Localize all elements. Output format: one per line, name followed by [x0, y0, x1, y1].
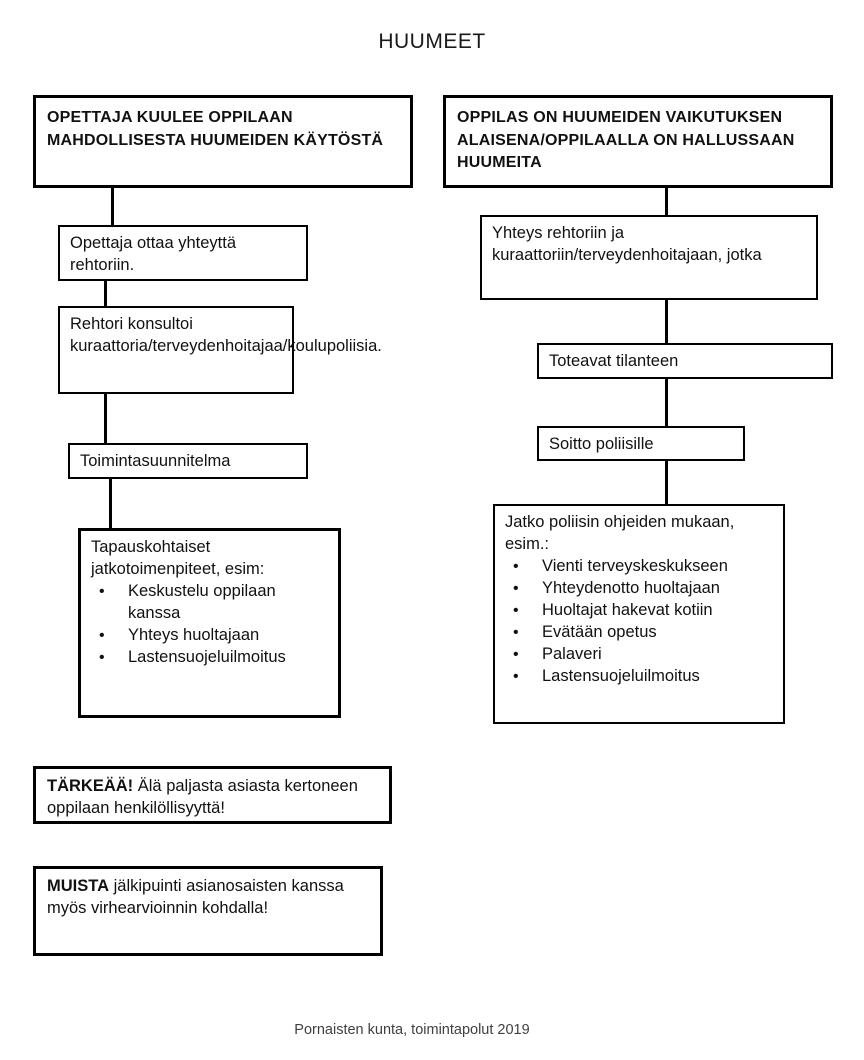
list-item: Keskustelu oppilaan kanssa	[91, 581, 329, 625]
list-item: Vienti terveyskeskukseen	[505, 556, 774, 578]
left-outcome-lead: Tapauskohtaiset jatkotoimenpiteet, esim:	[91, 538, 265, 578]
left-outcome-box: Tapauskohtaiset jatkotoimenpiteet, esim:…	[78, 528, 341, 718]
left-step-2-box: Rehtori konsultoi kuraattoria/terveydenh…	[58, 306, 382, 394]
left-step-2-text: Rehtori konsultoi kuraattoria/terveydenh…	[70, 315, 382, 355]
page-title: HUUMEET	[378, 30, 486, 53]
right-step-2-box: Toteavat tilanteen	[537, 343, 833, 379]
left-connector-1	[111, 186, 114, 227]
left-outcome-bullets: Keskustelu oppilaan kanssa Yhteys huolta…	[91, 581, 329, 669]
list-item: Yhteys huoltajaan	[91, 625, 329, 647]
list-item: Lastensuojeluilmoitus	[91, 647, 329, 669]
right-connector-2	[665, 298, 668, 345]
right-connector-3	[665, 377, 668, 428]
right-step-3-text: Soitto poliisille	[549, 435, 654, 453]
left-step-1-box: Opettaja ottaa yhteyttä rehtoriin.	[58, 225, 308, 281]
list-item: Huoltajat hakevat kotiin	[505, 600, 774, 622]
right-step-3-box: Soitto poliisille	[537, 426, 745, 461]
right-outcome-box: Jatko poliisin ohjeiden mukaan, esim.: V…	[493, 504, 785, 724]
right-connector-4	[665, 459, 668, 505]
right-outcome-bullets: Vienti terveyskeskukseen Yhteydenotto hu…	[505, 556, 774, 688]
right-outcome-lead: Jatko poliisin ohjeiden mukaan, esim.:	[505, 513, 735, 553]
left-step-3-box: Toimintasuunnitelma	[68, 443, 308, 479]
list-item: Lastensuojeluilmoitus	[505, 666, 774, 688]
list-item: Yhteydenotto huoltajaan	[505, 578, 774, 600]
footer-credit: Pornaisten kunta, toimintapolut 2019	[294, 1022, 530, 1038]
left-step-3-text: Toimintasuunnitelma	[80, 452, 231, 470]
right-header-box: OPPILAS ON HUUMEIDEN VAIKUTUKSEN ALAISEN…	[443, 95, 833, 188]
list-item: Evätään opetus	[505, 622, 774, 644]
left-connector-3	[104, 392, 107, 445]
left-step-1-text: Opettaja ottaa yhteyttä rehtoriin.	[70, 234, 237, 274]
list-item: Palaveri	[505, 644, 774, 666]
note-important-emphasis: TÄRKEÄÄ!	[47, 777, 134, 795]
note-remember-text: jälkipuinti asianosaisten kanssa myös vi…	[47, 877, 344, 917]
left-header-text: OPETTAJA KUULEE OPPILAAN MAHDOLLISESTA H…	[47, 109, 384, 149]
note-remember-emphasis: MUISTA	[47, 877, 110, 895]
left-connector-4	[109, 477, 112, 530]
right-step-2-text: Toteavat tilanteen	[549, 352, 679, 370]
left-header-box: OPETTAJA KUULEE OPPILAAN MAHDOLLISESTA H…	[33, 95, 413, 188]
right-connector-1	[665, 186, 668, 217]
note-important-text: Älä paljasta asiasta kertoneen oppilaan …	[47, 777, 358, 817]
right-step-1-text: Yhteys rehtoriin ja kuraattoriin/terveyd…	[492, 224, 762, 264]
left-connector-2	[104, 279, 107, 308]
note-important-box: TÄRKEÄÄ! Älä paljasta asiasta kertoneen …	[33, 766, 392, 824]
note-remember-box: MUISTA jälkipuinti asianosaisten kanssa …	[33, 866, 383, 956]
right-header-text: OPPILAS ON HUUMEIDEN VAIKUTUKSEN ALAISEN…	[457, 109, 795, 172]
right-step-1-box: Yhteys rehtoriin ja kuraattoriin/terveyd…	[480, 215, 818, 300]
